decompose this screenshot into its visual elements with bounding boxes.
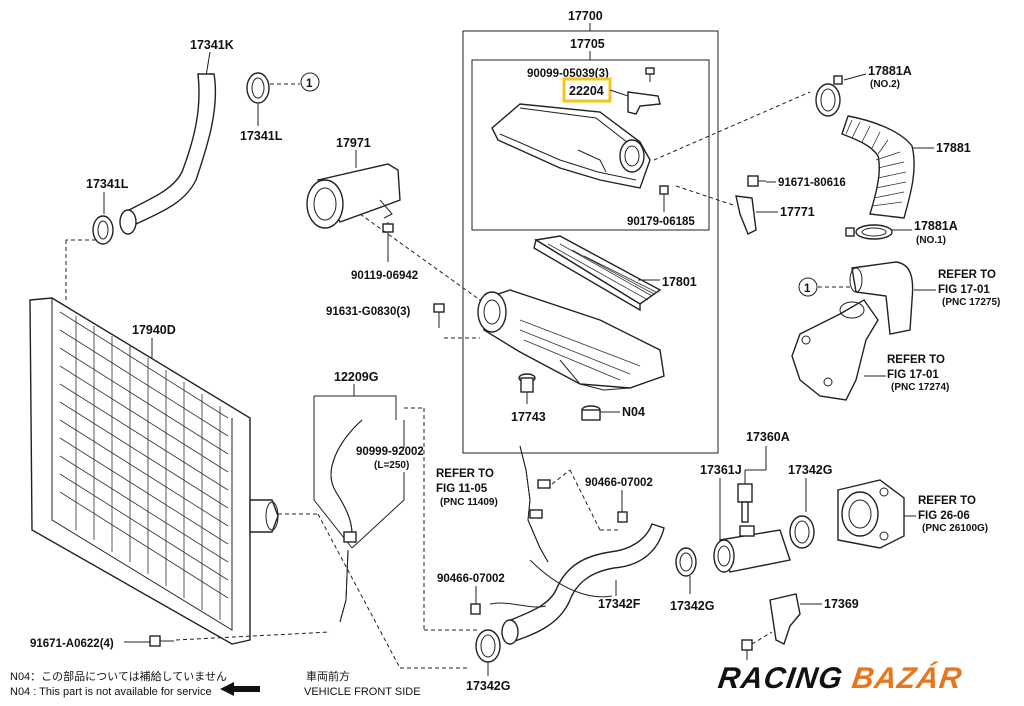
throttle-body-26100G — [837, 479, 905, 549]
label-17705: 17705 — [570, 37, 605, 51]
ref3-line2: FIG 11-05 — [436, 483, 488, 495]
front-arrow-icon — [220, 682, 260, 696]
pipe-11409 — [519, 445, 551, 563]
callout-circle-1-right — [798, 277, 818, 297]
clamp-17881A-no1 — [845, 224, 893, 240]
maf-sensor-22204 — [609, 89, 661, 115]
label-90179-06185: 90179-06185 — [627, 216, 695, 228]
ref1-line2: FIG 17-01 — [938, 284, 990, 296]
label-17771: 17771 — [780, 205, 815, 219]
label-90119-06942: 90119-06942 — [351, 270, 418, 282]
label-17360A: 17360A — [746, 430, 790, 444]
pipe-17274 — [791, 299, 879, 401]
clip-90466-left — [470, 603, 481, 615]
hose-17342F — [489, 523, 665, 645]
throttle-adapter-17361J — [713, 525, 791, 573]
air-cleaner-lower-case — [477, 289, 665, 391]
label-L250: (L=250) — [374, 460, 409, 471]
label-90999-92002: 90999-92002 — [356, 446, 424, 458]
callout-1-right: 1 — [804, 283, 811, 295]
ref3-line3: (PNC 11409) — [440, 497, 498, 508]
logo-word-1: RACING — [716, 662, 846, 695]
label-90466-07002-right: 90466-07002 — [585, 477, 653, 489]
bracket-17771 — [735, 195, 757, 235]
bolt-17369 — [741, 639, 753, 660]
air-duct-17971 — [306, 163, 401, 229]
label-no1: (NO.1) — [916, 235, 946, 246]
label-91671-A0622: 91671-A0622(4) — [30, 638, 114, 650]
clip-90179 — [659, 185, 669, 212]
label-17971: 17971 — [336, 136, 371, 150]
bolt-90119 — [382, 223, 394, 244]
label-n04: N04 — [622, 405, 645, 419]
label-17881A-no2: 17881A — [868, 64, 912, 78]
bolt-91631 — [433, 303, 445, 328]
label-17361J: 17361J — [700, 463, 742, 477]
radiator-17940D — [29, 297, 279, 645]
label-90466-07002-left: 90466-07002 — [437, 573, 505, 585]
label-17369: 17369 — [824, 597, 859, 611]
front-en: VEHICLE FRONT SIDE — [304, 686, 421, 698]
footnote: N04：この部品については補給していません N04 : This part is… — [10, 670, 227, 700]
screw-90099 — [645, 67, 655, 82]
footnote-jp: N04：この部品については補給していません — [10, 671, 227, 683]
clip-12209G — [343, 531, 357, 543]
label-90099-05039: 90099-05039(3) — [527, 68, 609, 80]
sensor-plug — [737, 469, 766, 523]
label-12209G: 12209G — [334, 370, 378, 384]
clamp-17881A-no2 — [815, 75, 843, 117]
label-17342G-middle: 17342G — [670, 599, 714, 613]
label-17342G-bottom: 17342G — [466, 679, 510, 693]
clamp-17341L-upper — [246, 72, 270, 104]
ref4-line3: (PNC 26100G) — [922, 523, 988, 534]
air-cleaner-upper-case — [491, 103, 651, 189]
intake-hose-17881 — [841, 115, 915, 219]
label-17940D: 17940D — [132, 323, 176, 337]
footnote-en: N04 : This part is not available for ser… — [10, 686, 212, 698]
label-no2: (NO.2) — [870, 79, 900, 90]
grommet-17743 — [518, 373, 536, 404]
label-17881: 17881 — [936, 141, 971, 155]
clamp-17342G-right — [789, 515, 815, 549]
ref4-line2: FIG 26-06 — [918, 510, 970, 522]
callout-circle-1-top — [300, 72, 320, 92]
clip-90466-right — [617, 511, 628, 523]
label-17341K: 17341K — [190, 38, 234, 52]
hose-17341K — [120, 73, 217, 227]
clamp-17341L-lower — [92, 215, 114, 245]
bracket-17369 — [769, 593, 801, 645]
bolt-91671-A0622 — [149, 635, 174, 647]
label-17342F: 17342F — [598, 597, 641, 611]
part-n04 — [581, 405, 601, 421]
logo-word-2: BAZÁR — [849, 662, 965, 695]
label-17881A-no1: 17881A — [914, 219, 958, 233]
bolt-91671-80616 — [747, 175, 766, 187]
ref2-line1: REFER TO — [887, 354, 945, 366]
ref4-line1: REFER TO — [918, 495, 976, 507]
ref2-line2: FIG 17-01 — [887, 369, 939, 381]
hose-17341K-end — [119, 209, 137, 235]
ref3-line1: REFER TO — [436, 468, 494, 480]
label-17341L-left: 17341L — [86, 177, 129, 191]
racing-bazar-logo: RACING BAZÁR — [715, 662, 1011, 702]
front-jp: 車両前方 — [306, 671, 350, 683]
clamp-17342G-bottom — [475, 629, 501, 663]
ref1-line1: REFER TO — [938, 269, 996, 281]
label-17743: 17743 — [511, 410, 546, 424]
clamp-17342G-middle — [675, 547, 697, 577]
ref2-line3: (PNC 17274) — [891, 382, 949, 393]
label-91631: 91631-G0830(3) — [326, 306, 411, 318]
callout-1-top: 1 — [306, 78, 313, 90]
ref1-line3: (PNC 17275) — [942, 297, 1000, 308]
label-22204: 22204 — [569, 84, 604, 98]
label-17342G-right: 17342G — [788, 463, 832, 477]
label-17341L-top: 17341L — [240, 129, 283, 143]
pipe-17275 — [849, 261, 914, 335]
label-17700: 17700 — [568, 9, 603, 23]
air-filter-element-17801 — [533, 235, 662, 312]
label-17801: 17801 — [662, 275, 697, 289]
label-91671-80616: 91671-80616 — [778, 177, 846, 189]
